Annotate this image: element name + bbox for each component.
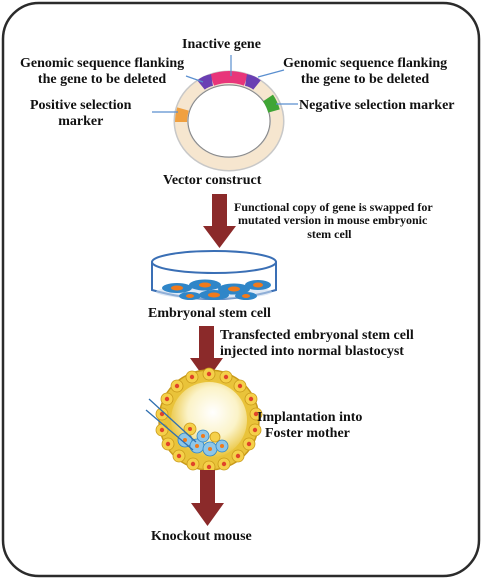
- negative-marker-segment: [262, 94, 280, 113]
- label-swap-note-line1: Functional copy of gene is swapped for: [234, 200, 433, 214]
- label-flank-right-line1: Genomic sequence flanking: [283, 56, 448, 71]
- inner-cell-mass: [177, 422, 229, 457]
- stem-cells: [162, 279, 271, 300]
- arrow-1: [203, 194, 236, 248]
- arrow-3: [191, 470, 224, 526]
- label-flank-right-line2: the gene to be deleted: [300, 71, 430, 87]
- label-transfect-note-line2: injected into normal blastocyst: [220, 343, 404, 359]
- label-flank-left-line1: Genomic sequence flanking: [20, 56, 185, 71]
- label-swap-note-line3: stem cell: [307, 226, 352, 241]
- label-transfect-note: Transfected embryonal stem cell injected…: [220, 328, 414, 359]
- label-positive-marker-line2: marker: [58, 113, 104, 129]
- label-swap-note: Functional copy of gene is swapped for m…: [234, 200, 433, 241]
- label-flank-right: Genomic sequence flanking the gene to be…: [283, 56, 447, 87]
- label-vector-construct: Vector construct: [163, 173, 262, 188]
- flank-segment-left: [197, 74, 214, 90]
- label-negative-marker: Negative selection marker: [299, 98, 455, 113]
- label-knockout: Knockout mouse: [151, 529, 252, 544]
- label-positive-marker: Positive selection marker: [30, 98, 131, 129]
- label-implantation-line1: Implantation into: [257, 410, 363, 425]
- label-transfect-note-line1: Transfected embryonal stem cell: [220, 328, 414, 343]
- label-flank-left: Genomic sequence flanking the gene to be…: [20, 56, 184, 87]
- label-implantation-line2: Foster mother: [265, 425, 350, 441]
- flank-segment-right: [244, 74, 261, 90]
- label-es-cell: Embryonal stem cell: [148, 306, 271, 321]
- pointer-flank-left: [185, 75, 204, 83]
- positive-marker-segment: [175, 107, 189, 123]
- label-positive-marker-line1: Positive selection: [30, 98, 132, 113]
- label-swap-note-line2: mutated version in mouse embryonic: [238, 213, 428, 228]
- inactive-gene-segment: [210, 71, 248, 86]
- label-implantation: Implantation into Foster mother: [257, 410, 362, 441]
- label-inactive-gene: Inactive gene: [182, 37, 261, 52]
- blastocyst: [145, 367, 263, 474]
- label-flank-left-line2: the gene to be deleted: [37, 71, 167, 87]
- vector-ring: [173, 70, 285, 172]
- pointer-flank-right: [257, 69, 285, 78]
